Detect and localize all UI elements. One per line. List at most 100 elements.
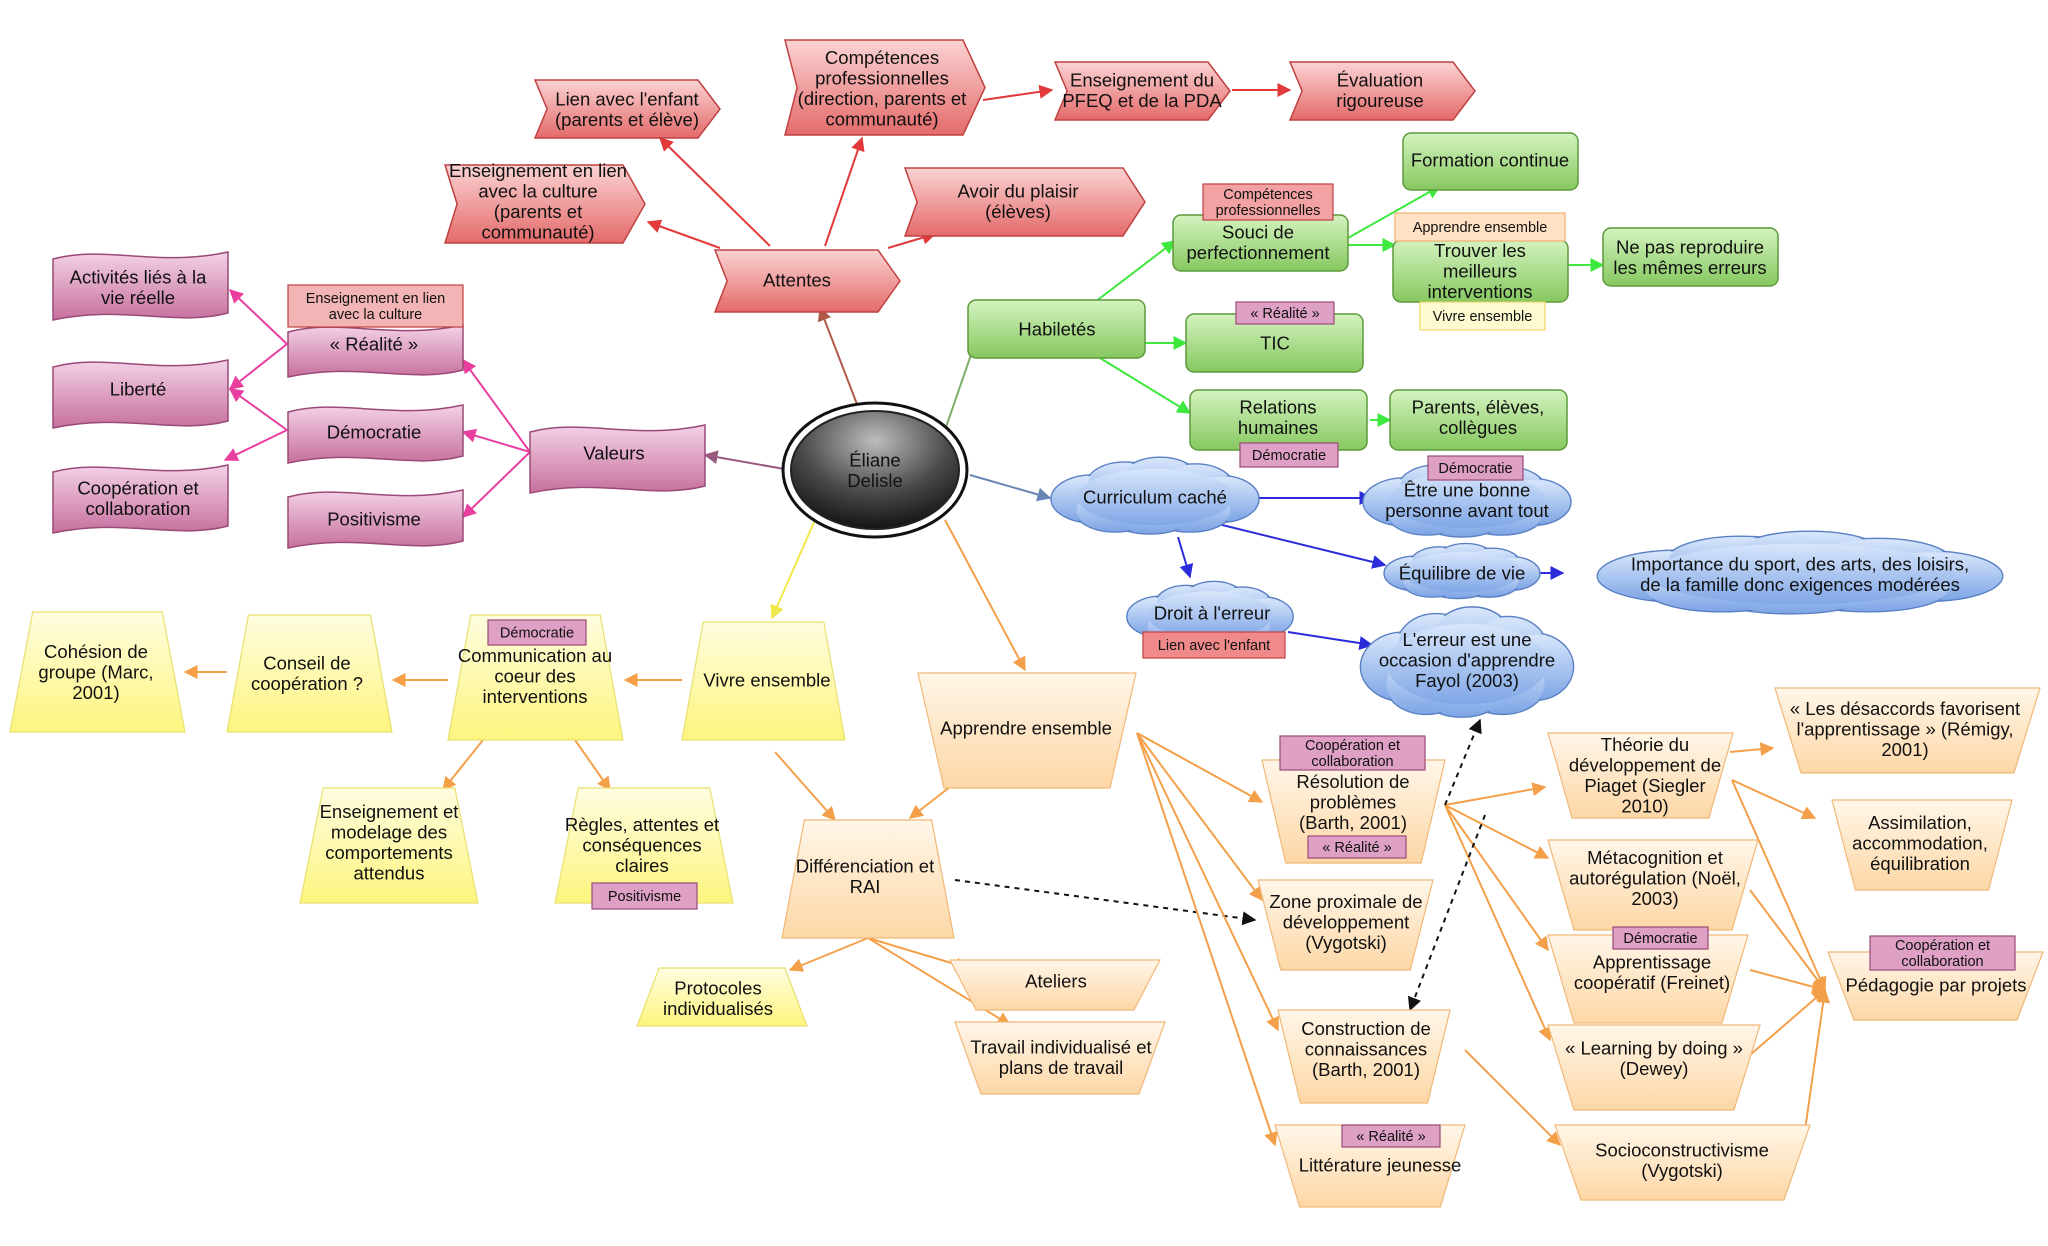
node-positivisme: Positivisme: [327, 509, 421, 530]
edge-apprendre-zone: [1136, 732, 1263, 902]
tag-democratie-cooperatif-label: Démocratie: [1623, 931, 1697, 947]
tag-democratie-communication: [487, 619, 587, 646]
node-droit-erreur: Droit à l'erreur: [1154, 603, 1271, 624]
node-realite: « Réalité »: [330, 334, 418, 355]
edge-resolution-metacognition: [1444, 804, 1550, 859]
edge-construction-socio: [1464, 1049, 1561, 1146]
edge-diff-protocoles: [788, 937, 869, 972]
node-lien-enfant: Lien avec l'enfant(parents et élève): [555, 88, 699, 130]
tag-realite-litterature-label: « Réalité »: [1356, 1129, 1425, 1145]
node-vivre: Vivre ensemble: [703, 670, 830, 691]
node-valeurs: Valeurs: [583, 443, 644, 464]
tag-enseignement-lien: [287, 284, 464, 328]
edge-center-valeurs: [703, 450, 791, 471]
tag-democratie-communication-label: Démocratie: [500, 626, 574, 642]
node-attentes: Attentes: [763, 270, 831, 291]
edge-competences-pfeq: [982, 84, 1054, 101]
node-liberte: Liberté: [110, 379, 167, 400]
edge-learning-pedagogie: [1749, 989, 1827, 1056]
edge-valeurs-democratie: [461, 428, 531, 453]
node-socioconstructivisme: Socioconstructivisme(Vygotski): [1595, 1139, 1769, 1181]
edge-resolution-construction: [1407, 814, 1486, 1012]
edge-curriculum-equilibre: [1209, 521, 1387, 569]
edge-apprendre-litterature: [1136, 732, 1278, 1147]
tag-realite-tic: [1235, 301, 1335, 325]
node-litterature: Littérature jeunesse: [1299, 1155, 1462, 1176]
tag-realite-tic-label: « Réalité »: [1250, 306, 1319, 322]
tag-realite-litterature: [1341, 1124, 1441, 1148]
edge-center-vivre: [770, 519, 816, 620]
tag-lien-enfant: [1142, 631, 1286, 659]
tag-democratie-relations: [1239, 442, 1339, 468]
edge-resolution-erreur: [1444, 718, 1482, 806]
edge-center-curriculum: [969, 474, 1052, 502]
edge-piaget-desaccords: [1729, 742, 1775, 757]
nodes: [9, 39, 2044, 1208]
tag-positivisme: [591, 882, 698, 910]
edge-democratie-cooperation: [223, 429, 288, 461]
edge-realite-activites: [228, 289, 288, 345]
node-tic: TIC: [1260, 333, 1290, 354]
tag-democratie-bonne-label: Démocratie: [1438, 461, 1512, 477]
node-parents-eleves: Parents, élèves,collègues: [1412, 396, 1545, 438]
node-habiletes: Habiletés: [1018, 319, 1095, 340]
tag-cooperation-resolution: [1279, 735, 1426, 771]
node-learning: « Learning by doing »(Dewey): [1565, 1037, 1743, 1079]
edge-apprendre-differenciation: [908, 782, 956, 819]
edge-habiletes-relations: [1099, 357, 1192, 414]
edge-realite-liberte: [228, 343, 288, 390]
edge-piaget-pedagogie: [1731, 779, 1827, 992]
edge-valeurs-realite: [462, 358, 531, 453]
tag-vivre-ensemble: [1419, 301, 1546, 331]
edge-center-apprendre: [944, 519, 1026, 672]
edge-piaget-assimilation: [1731, 779, 1817, 820]
edge-meta-pedagogie: [1749, 889, 1826, 992]
tag-vivre-ensemble-label: Vivre ensemble: [1433, 309, 1533, 325]
center-node: [790, 410, 960, 530]
edge-habiletes-souci: [1094, 240, 1177, 303]
edge-attentes-competences: [824, 136, 865, 247]
node-pedagogie: Pédagogie par projets: [1845, 975, 2026, 996]
edge-resolution-piaget: [1444, 782, 1547, 806]
tag-realite-resolution: [1307, 835, 1407, 859]
edge-communication-modelage: [442, 739, 484, 792]
edge-communication-regles: [574, 739, 611, 792]
edge-souci-formation: [1347, 185, 1442, 239]
tag-apprendre-ensemble-label: Apprendre ensemble: [1413, 220, 1548, 236]
tag-democratie-bonne: [1427, 455, 1524, 481]
edge-attentes-culture: [646, 219, 721, 249]
node-ateliers: Ateliers: [1025, 971, 1087, 992]
edge-resolution-learning: [1444, 804, 1552, 1042]
node-democratie: Démocratie: [327, 422, 422, 443]
edge-apprendre-construction: [1136, 732, 1279, 1032]
node-apprendre: Apprendre ensemble: [940, 718, 1112, 739]
edge-resolution-cooperatif: [1444, 804, 1549, 952]
node-equilibre: Équilibre de vie: [1399, 563, 1526, 584]
